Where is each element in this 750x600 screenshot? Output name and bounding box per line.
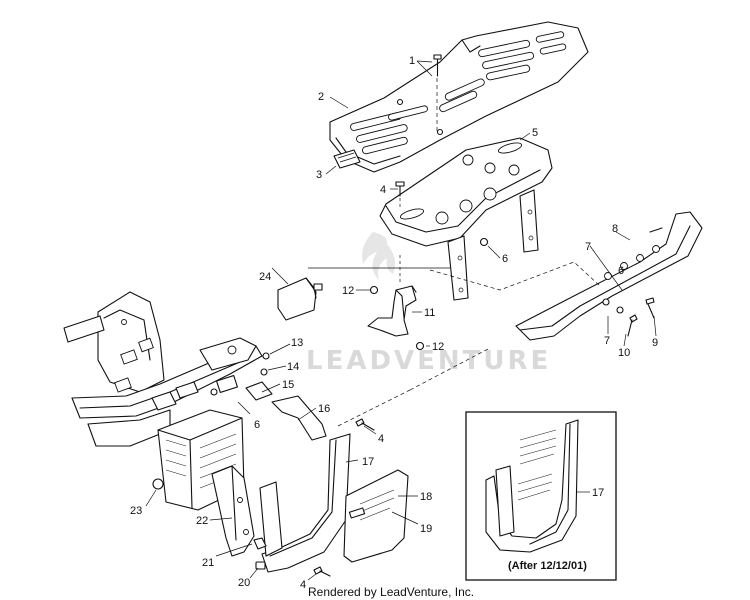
hardware-13-14 [216, 343, 291, 394]
callout-21: 21 [202, 557, 214, 569]
callout-9: 9 [652, 337, 658, 349]
callout-6: 6 [502, 253, 508, 265]
rear-rack [329, 21, 589, 173]
callout-4: 4 [380, 184, 386, 196]
vehicle-frame [63, 291, 263, 447]
watermark: LEADVENTURE [306, 232, 551, 376]
callout-22: 22 [196, 515, 208, 527]
callout-4-mid: 4 [378, 433, 384, 445]
callout-17: 17 [362, 456, 374, 468]
callout-17-inset: 17 [592, 487, 604, 499]
rear-bumper [515, 211, 703, 341]
nut-20 [255, 561, 266, 570]
callout-2: 2 [318, 91, 324, 103]
callout-15: 15 [282, 379, 294, 391]
inset-label: (After 12/12/01) [508, 560, 587, 572]
callout-1: 1 [409, 55, 415, 67]
watermark-text: LEADVENTURE [306, 346, 551, 376]
callout-labels: 1 2 3 4 5 6 7 8 24 12 11 12 6 7 10 9 13 … [130, 55, 658, 591]
bolt-4-mid [355, 418, 375, 431]
rack-support [379, 137, 553, 301]
callout-11: 11 [424, 307, 435, 319]
callout-10: 10 [618, 347, 630, 359]
callout-5: 5 [532, 127, 538, 139]
bolt-12-upper [369, 285, 379, 295]
hitch-bar [210, 381, 327, 441]
guard-17 [259, 347, 491, 573]
bumper-hardware [602, 297, 655, 337]
bolt-4-bottom [313, 566, 331, 577]
callout-4-bottom: 4 [300, 579, 306, 591]
callout-3: 3 [316, 169, 322, 181]
bracket-22 [211, 465, 267, 557]
nut-6-upper [479, 237, 489, 247]
rack-slots [350, 31, 567, 155]
callout-16: 16 [318, 403, 330, 415]
leader-lines [145, 60, 657, 581]
callout-7-lower: 7 [604, 335, 610, 347]
callout-18: 18 [420, 491, 432, 503]
callout-14: 14 [287, 361, 299, 373]
callout-19: 19 [420, 523, 432, 535]
callout-24: 24 [259, 271, 271, 283]
callout-23: 23 [130, 505, 142, 517]
assembly-path-line [429, 261, 601, 291]
bolt-12-lower [415, 341, 425, 351]
callout-8: 8 [612, 223, 618, 235]
callout-20: 20 [238, 577, 250, 589]
callout-6-frame: 6 [254, 419, 260, 431]
callout-12-lower: 12 [432, 341, 444, 353]
callout-13: 13 [291, 337, 303, 349]
callout-6-bumper: 6 [618, 265, 624, 277]
decal-3 [333, 149, 361, 169]
bracket-11 [367, 252, 417, 337]
inset-panel: (After 12/12/01) [465, 411, 617, 581]
callout-12: 12 [342, 285, 354, 297]
bolt-4-upper [395, 181, 405, 210]
callout-7: 7 [585, 241, 591, 253]
tail-light [277, 277, 323, 321]
footer-credit: Rendered by LeadVenture, Inc. [308, 585, 474, 599]
panel-18 [343, 469, 409, 563]
bolt-1 [433, 54, 442, 134]
